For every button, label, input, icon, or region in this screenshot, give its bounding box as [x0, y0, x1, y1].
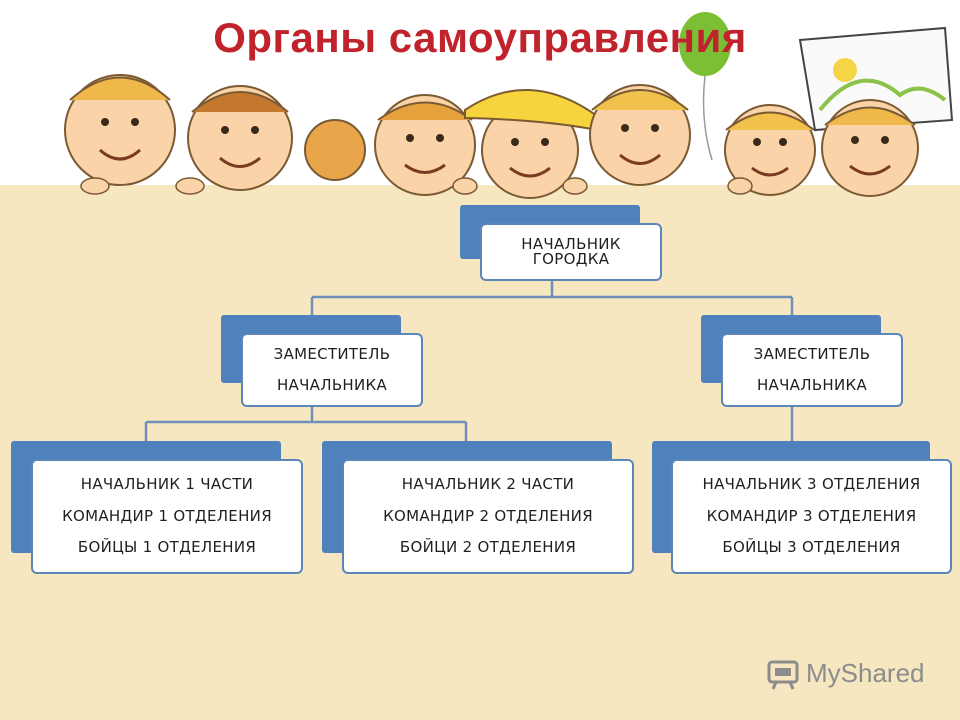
watermark: MyShared	[766, 656, 925, 690]
node-line: ЗАМЕСТИТЕЛЬ	[753, 344, 871, 363]
node-line: НАЧАЛЬНИК 2 ЧАСТИ	[401, 475, 575, 494]
node-line: БОЙЦЫ 3 ОТДЕЛЕНИЯ	[722, 538, 901, 557]
node-line: ЗАМЕСТИТЕЛЬ	[273, 344, 391, 363]
watermark-text: MyShared	[806, 657, 925, 688]
node-line: ГОРОДКА	[532, 250, 610, 268]
node-line: НАЧАЛЬНИКА	[276, 376, 388, 394]
node-line: КОМАНДИР 1 ОТДЕЛЕНИЯ	[62, 506, 272, 525]
node-line: КОМАНДИР 3 ОТДЕЛЕНИЯ	[706, 506, 917, 525]
node-line: НАЧАЛЬНИК 3 ОТДЕЛЕНИЯ	[702, 475, 921, 494]
node-line: БОЙЦИ 2 ОТДЕЛЕНИЯ	[399, 538, 577, 557]
cartoon-children-banner-icon	[0, 0, 960, 205]
node-line: НАЧАЛЬНИКА	[756, 376, 868, 394]
node-line: НАЧАЛЬНИК	[521, 235, 621, 253]
node-line: БОЙЦЫ 1 ОТДЕЛЕНИЯ	[77, 538, 257, 557]
myshared-logo-icon	[767, 660, 799, 690]
node-line: КОМАНДИР 2 ОТДЕЛЕНИЯ	[383, 506, 593, 525]
node-line: НАЧАЛЬНИК 1 ЧАСТИ	[80, 475, 254, 494]
page-title: Органы самоуправления	[213, 14, 747, 61]
